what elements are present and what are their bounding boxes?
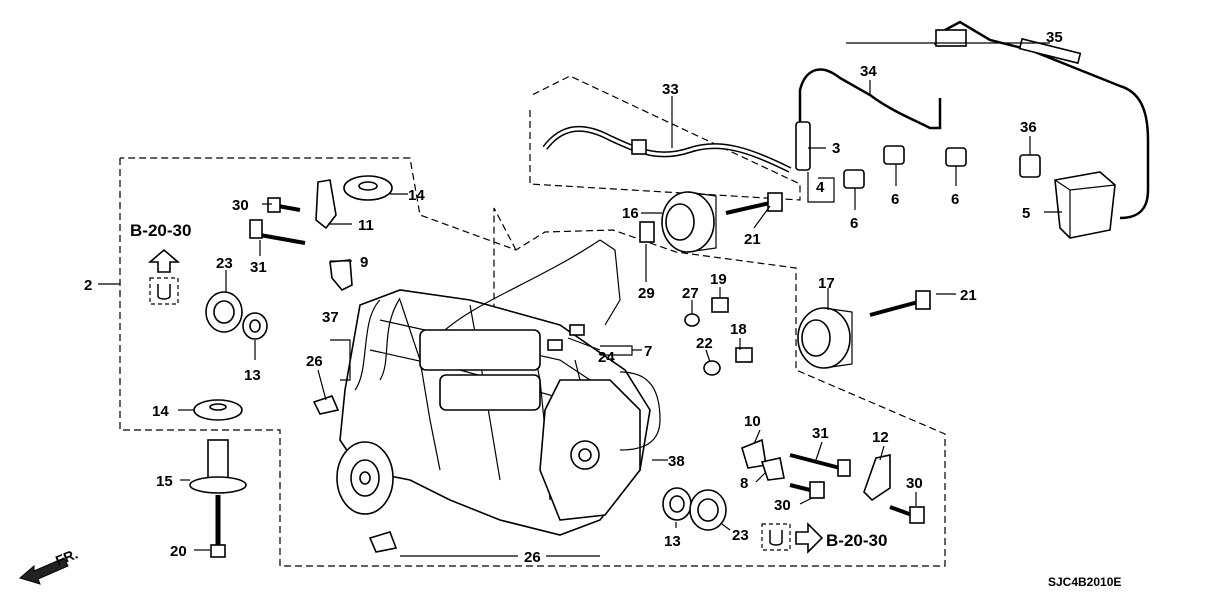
callout-24: 24 [598, 349, 615, 366]
callout-26a: 26 [306, 353, 323, 370]
differential-assembly [336, 289, 651, 536]
callout-16: 16 [622, 205, 639, 222]
left-side-parts [189, 175, 393, 558]
callout-3: 3 [832, 140, 840, 157]
callout-21a: 21 [744, 231, 761, 248]
callout-23b: 23 [732, 527, 749, 544]
callout-9: 9 [360, 254, 368, 271]
clip-icon [157, 284, 171, 300]
callout-13a: 13 [244, 367, 261, 384]
callout-35: 35 [1046, 29, 1063, 46]
grommet-36 [1019, 154, 1041, 178]
reference-left: B-20-30 [130, 221, 191, 305]
callout-10: 10 [744, 413, 761, 430]
breather-tubes [795, 20, 1150, 220]
assembly-outline [119, 75, 946, 567]
front-marker: FR. [18, 545, 80, 585]
callout-23a: 23 [216, 255, 233, 272]
callout-numbers: 2 3 4 5 6 6 6 7 8 9 10 11 12 13 13 14 14… [84, 29, 1063, 566]
callout-19: 19 [710, 271, 727, 288]
clip-icon [769, 530, 783, 546]
callout-6b: 6 [951, 191, 959, 208]
callout-30a: 30 [232, 197, 249, 214]
clamps [312, 395, 398, 553]
callout-14a: 14 [408, 187, 425, 204]
callout-31b: 31 [812, 425, 829, 442]
reference-label-right: B-20-30 [826, 531, 887, 550]
callout-38: 38 [668, 453, 685, 470]
callout-6a: 6 [891, 191, 899, 208]
right-side-parts [547, 221, 925, 531]
callout-21b: 21 [960, 287, 977, 304]
callout-26b: 26 [524, 549, 541, 566]
callout-13b: 13 [664, 533, 681, 550]
callout-31a: 31 [250, 259, 267, 276]
callout-14b: 14 [152, 403, 169, 420]
mount-bushing-17 [797, 307, 853, 369]
callout-5: 5 [1022, 205, 1030, 222]
callout-12: 12 [872, 429, 889, 446]
callout-20: 20 [170, 543, 187, 560]
mount-bolts [725, 192, 931, 317]
callout-2: 2 [84, 277, 92, 294]
callout-18: 18 [730, 321, 747, 338]
callout-6c: 6 [850, 215, 858, 232]
front-label: FR. [53, 545, 80, 568]
breather-canister [1054, 171, 1116, 239]
callout-8: 8 [740, 475, 748, 492]
reference-label-left: B-20-30 [130, 221, 191, 240]
callout-29: 29 [638, 285, 655, 302]
callout-17: 17 [818, 275, 835, 292]
front-arrow-icon [18, 557, 69, 585]
callout-22: 22 [696, 335, 713, 352]
callout-15: 15 [156, 473, 173, 490]
mount-bushing-16 [661, 191, 717, 253]
callout-34: 34 [860, 63, 877, 80]
callout-4: 4 [816, 179, 825, 196]
diagram-code: SJC4B2010E [1048, 575, 1121, 589]
leader-lines [98, 42, 1062, 557]
arrow-up-icon [147, 248, 181, 273]
callout-37: 37 [322, 309, 339, 326]
arrow-right-icon [795, 522, 824, 554]
callout-27: 27 [682, 285, 699, 302]
reference-right: B-20-30 [761, 522, 887, 554]
callout-11: 11 [358, 217, 374, 234]
callout-36: 36 [1020, 119, 1037, 136]
callout-33: 33 [662, 81, 679, 98]
callout-7: 7 [644, 343, 652, 360]
vent-hose [542, 126, 792, 173]
callout-30c: 30 [906, 475, 923, 492]
callout-30b: 30 [774, 497, 791, 514]
clips [843, 145, 967, 189]
wire-harness [354, 239, 661, 451]
